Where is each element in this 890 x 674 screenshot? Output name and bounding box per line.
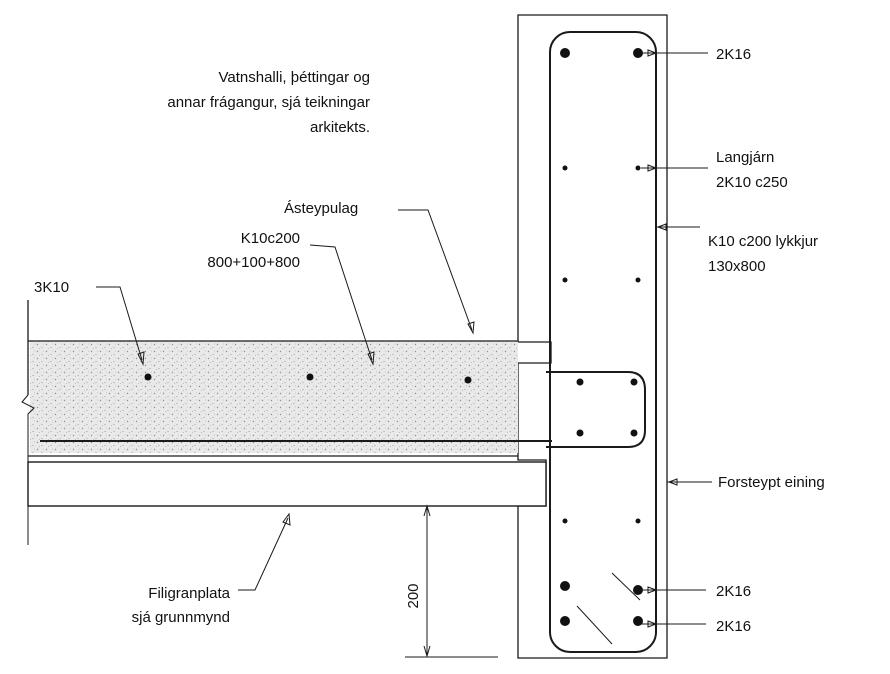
stirrup-loop xyxy=(549,31,657,653)
rebar-2k16-bot-a2 xyxy=(633,585,643,595)
label-2k16-bot-a: 2K16 xyxy=(716,583,751,600)
leader-k10c200 xyxy=(309,244,373,361)
label-langjarn-2: 2K10 c250 xyxy=(716,174,788,191)
label-2k16-top: 2K16 xyxy=(716,46,751,63)
rebar-dots xyxy=(144,48,643,626)
arrow-topping xyxy=(467,321,475,335)
arrow-2k16-top xyxy=(647,49,658,57)
rebar-k10-wall-6 xyxy=(635,518,641,524)
label-stirrup-2: 130x800 xyxy=(708,258,766,275)
rebar-2k16-bot-b1 xyxy=(560,616,570,626)
rebar-3k10-3 xyxy=(464,376,472,384)
rebar-2k16-top-right xyxy=(633,48,643,58)
rebar-2k16-bot-b2 xyxy=(633,616,643,626)
precast-wall-element xyxy=(517,14,668,659)
label-topping: Ásteypulag xyxy=(284,200,358,217)
label-k10c200-2: 800+100+800 xyxy=(207,254,300,271)
arrow-k10c200 xyxy=(367,351,375,366)
leader-3k10 xyxy=(96,286,143,361)
arrow-2k16-bot-b xyxy=(647,620,658,628)
rebar-loop-3 xyxy=(576,429,584,437)
slab-loop xyxy=(546,371,646,448)
rebar-k10-wall-3 xyxy=(562,277,568,283)
label-stirrup-1: K10 c200 lykkjur xyxy=(708,233,818,250)
hook-line-b xyxy=(611,572,641,601)
rebar-loop-1 xyxy=(576,378,584,386)
rebar-k10-wall-2 xyxy=(635,165,641,171)
leader-filigran xyxy=(238,517,289,591)
rebar-3k10-1 xyxy=(144,373,152,381)
label-filigran-1: Filigranplata xyxy=(148,585,230,602)
label-3k10: 3K10 xyxy=(34,279,69,296)
arrow-precast xyxy=(667,478,678,486)
rebar-2k16-top-left xyxy=(560,48,570,58)
rebar-k10-wall-5 xyxy=(562,518,568,524)
dim-arrow-bottom xyxy=(423,645,431,658)
label-filigran-2: sjá grunnmynd xyxy=(132,609,230,626)
label-precast: Forsteypt eining xyxy=(718,474,825,491)
label-2k16-bot-b: 2K16 xyxy=(716,618,751,635)
rebar-2k16-bot-a1 xyxy=(560,581,570,591)
arrow-2k16-bot-a xyxy=(647,586,658,594)
label-langjarn-1: Langjárn xyxy=(716,149,774,166)
leader-topping xyxy=(398,209,473,331)
dim-200-label: 200 xyxy=(405,583,422,608)
rebar-3k10-2 xyxy=(306,373,314,381)
note-line-3: arkitekts. xyxy=(310,119,370,136)
topping-concrete xyxy=(30,341,518,453)
hook-line-a xyxy=(576,605,613,645)
filigran-plate xyxy=(27,461,547,507)
rebar-k10-wall-4 xyxy=(635,277,641,283)
rebar-loop-2 xyxy=(630,378,638,386)
rebar-k10-wall-1 xyxy=(562,165,568,171)
label-k10c200-1: K10c200 xyxy=(241,230,300,247)
text-labels: Vatnshalli, þéttingar og annar frágangur… xyxy=(34,46,825,635)
arrow-langjarn xyxy=(647,164,658,172)
dimension-200: 200 xyxy=(405,504,498,658)
arrow-3k10 xyxy=(137,351,145,366)
arrow-filigran xyxy=(282,512,291,526)
dim-arrow-top xyxy=(423,504,431,517)
leader-lines xyxy=(96,49,712,628)
slab-section xyxy=(21,300,552,545)
break-mark xyxy=(21,394,35,545)
rebar-loop-4 xyxy=(630,429,638,437)
precast-wall-outline xyxy=(517,14,668,659)
arrow-stirrup xyxy=(656,223,667,231)
note-line-1: Vatnshalli, þéttingar og xyxy=(219,69,371,86)
note-line-2: annar frágangur, sjá teikningar xyxy=(167,94,370,111)
